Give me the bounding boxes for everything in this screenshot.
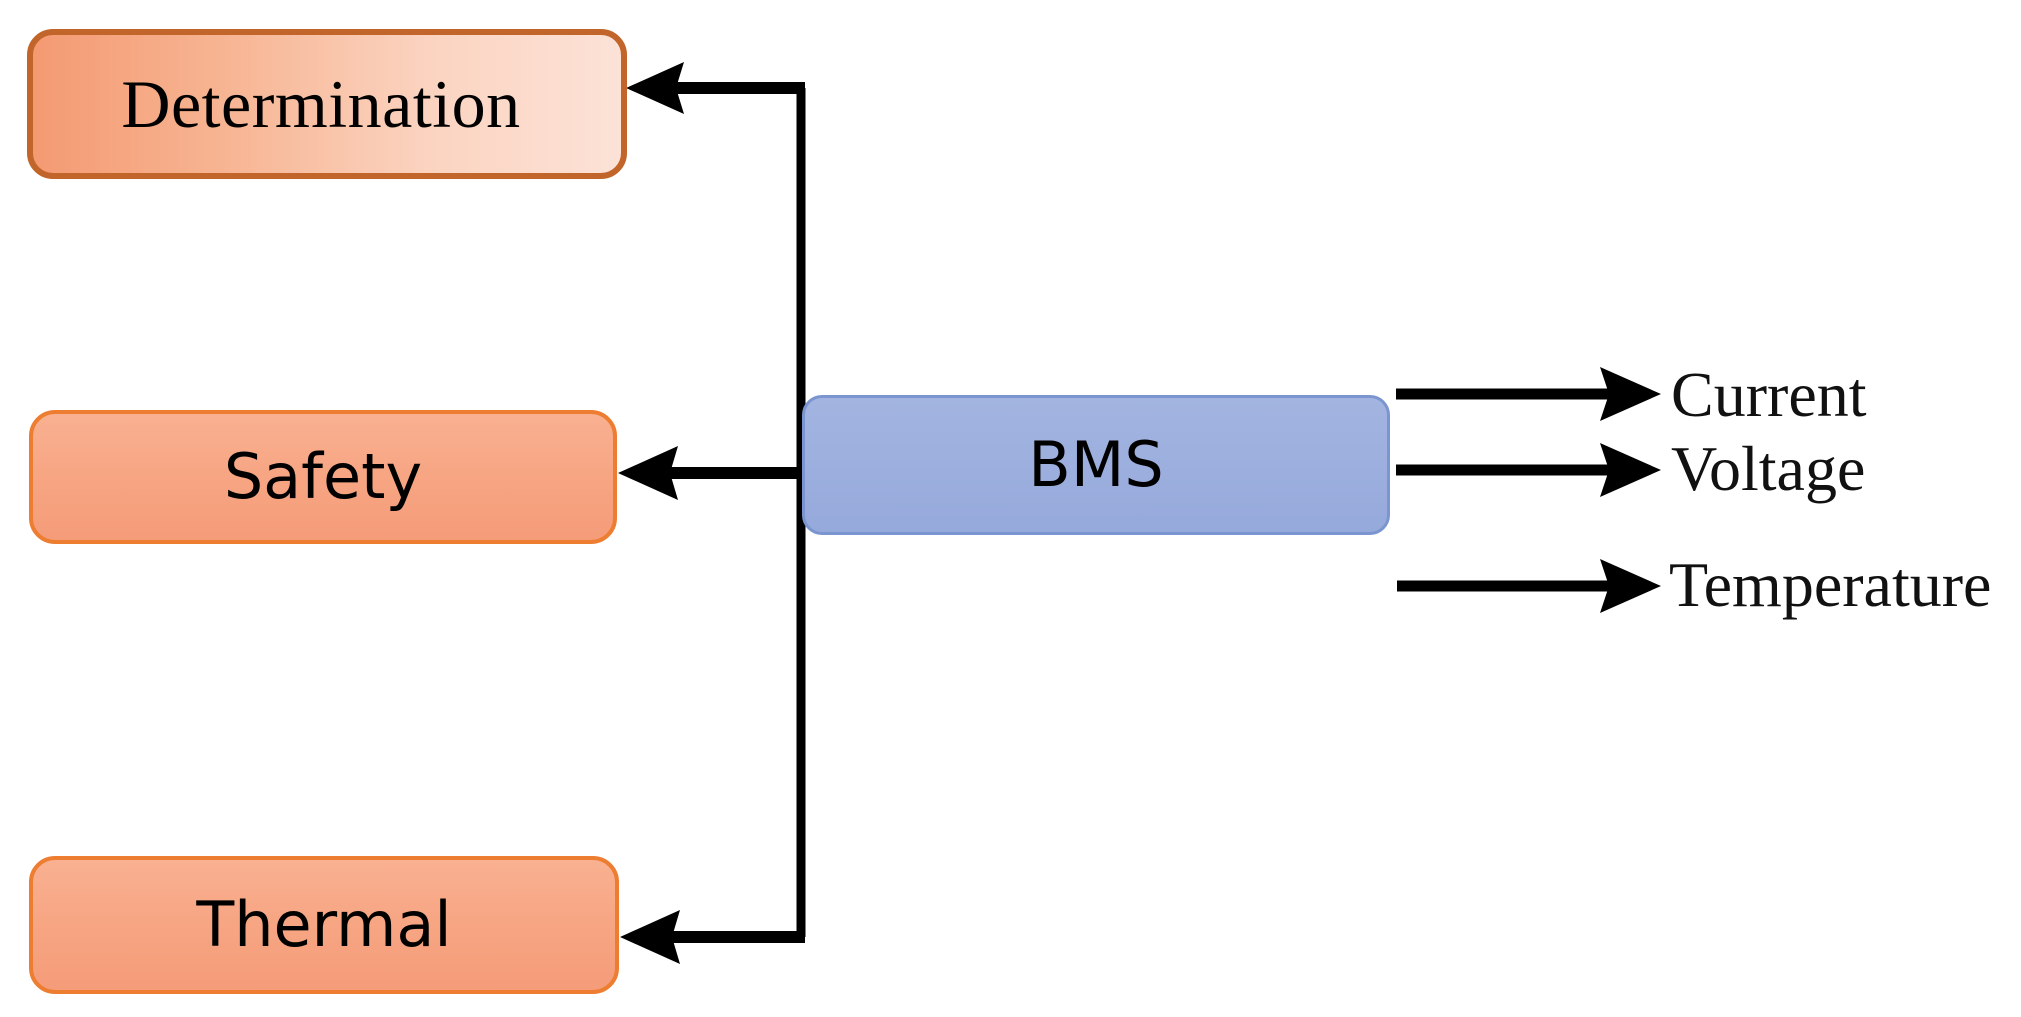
connector-to-determination	[626, 62, 805, 114]
node-thermal[interactable]: Thermal	[29, 856, 619, 994]
connector-to-safety	[618, 446, 805, 500]
node-determination-label: Determination	[121, 66, 521, 142]
node-bms-label: BMS	[1028, 428, 1164, 501]
output-label-temperature: Temperature	[1669, 549, 1992, 620]
connector-to-voltage	[1396, 443, 1661, 497]
node-bms[interactable]: BMS	[802, 395, 1390, 535]
node-thermal-label: Thermal	[196, 888, 452, 961]
output-label-current: Current	[1671, 359, 1867, 430]
connector-to-thermal	[620, 910, 805, 964]
output-label-voltage: Voltage	[1671, 433, 1866, 504]
node-safety[interactable]: Safety	[29, 410, 617, 544]
connector-to-current	[1396, 367, 1661, 421]
node-safety-label: Safety	[223, 440, 423, 513]
node-determination[interactable]: Determination	[27, 29, 627, 179]
connector-to-temperature	[1397, 559, 1661, 613]
